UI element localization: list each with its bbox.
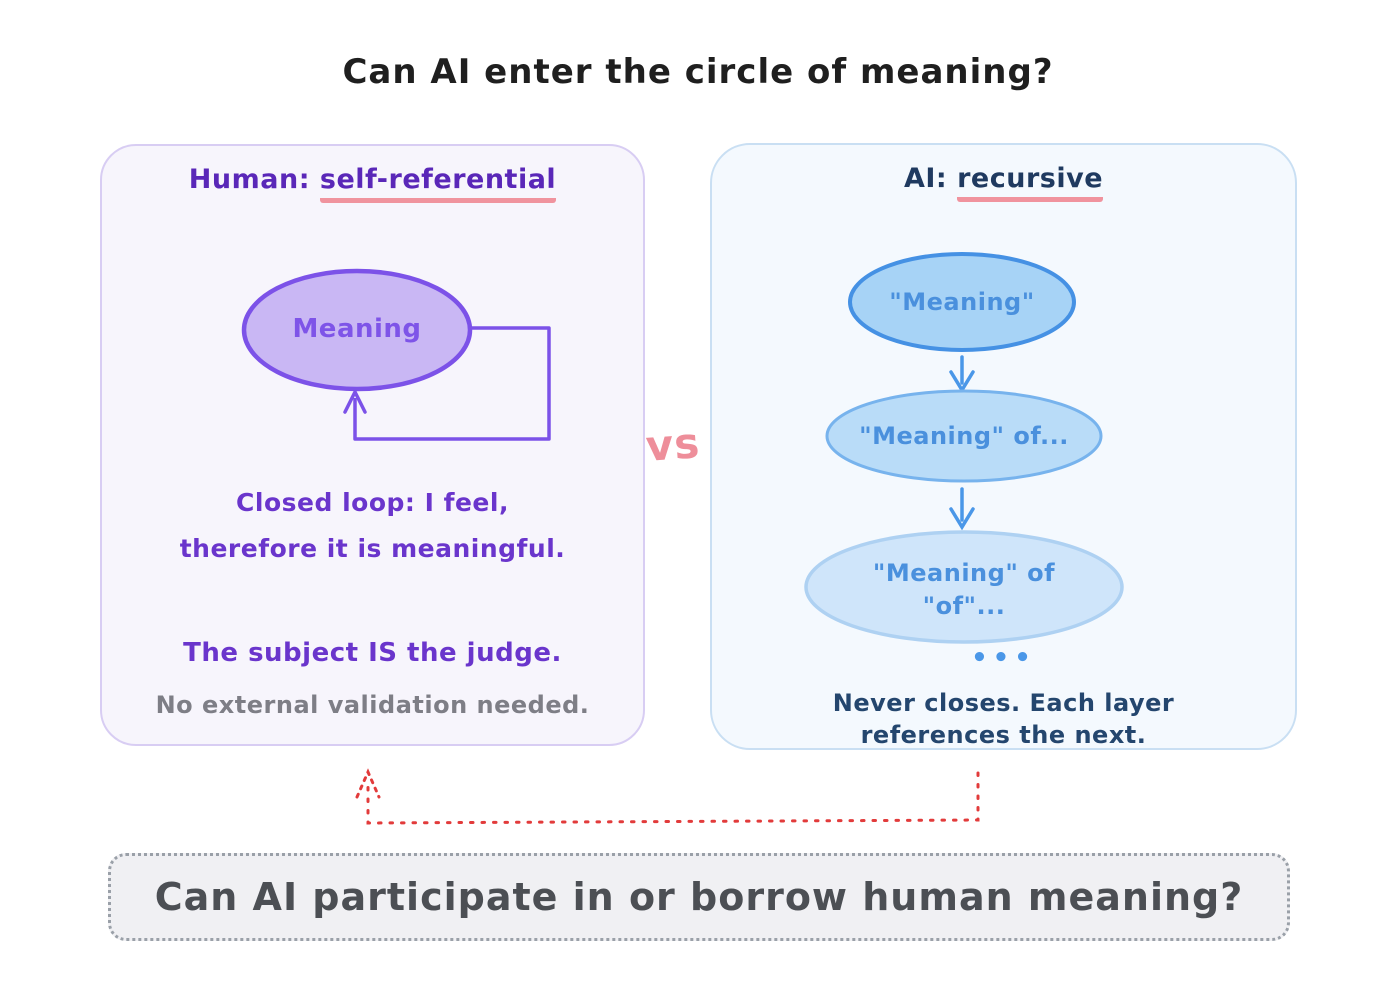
recursion-node3-line2: "of"...	[922, 592, 1006, 620]
validation-note: No external validation needed.	[155, 691, 590, 719]
connector-dotted-path	[366, 771, 980, 825]
human-heading-highlight: self-referential	[319, 164, 557, 203]
human-panel: Human: self-referential Meaning Closed l…	[100, 144, 645, 746]
recursion-node1-label: "Meaning"	[889, 288, 1035, 316]
page-title: Can AI enter the circle of meaning?	[342, 52, 1054, 92]
never-closes-caption-line1: Never closes. Each layer	[832, 689, 1175, 717]
subject-judge-statement: The subject IS the judge.	[183, 638, 562, 668]
ai-heading-highlight: recursive	[957, 163, 1104, 202]
ai-heading-prefix: AI:	[903, 163, 958, 194]
human-heading-prefix: Human:	[188, 164, 320, 195]
vs-label: vs	[644, 418, 702, 471]
down-arrow2-icon	[949, 507, 975, 531]
down-arrow1-icon	[949, 370, 975, 394]
connector-arrowhead-icon	[355, 768, 381, 799]
closed-loop-caption-line2: therefore it is meaningful.	[179, 534, 566, 563]
recursion-node3-label: "Meaning" of "of"...	[806, 557, 1122, 623]
human-panel-heading: Human: self-referential	[102, 164, 643, 203]
self-loop-path	[353, 326, 551, 441]
ai-panel: AI: recursive "Meaning" "Meaning" of... …	[710, 143, 1297, 750]
ellipsis-dots: •••	[971, 643, 1036, 673]
recursion-node2-label: "Meaning" of...	[859, 422, 1069, 450]
self-loop-arrowhead-icon	[343, 388, 367, 414]
meaning-node-label: Meaning	[292, 314, 422, 344]
recursion-node3-line1: "Meaning" of	[872, 559, 1056, 587]
closed-loop-caption-line1: Closed loop: I feel,	[236, 488, 509, 517]
never-closes-caption-line2: references the next.	[860, 721, 1147, 749]
bottom-question-text: Can AI participate in or borrow human me…	[154, 875, 1244, 919]
bottom-question-box: Can AI participate in or borrow human me…	[108, 853, 1290, 941]
ai-panel-heading: AI: recursive	[712, 163, 1295, 202]
